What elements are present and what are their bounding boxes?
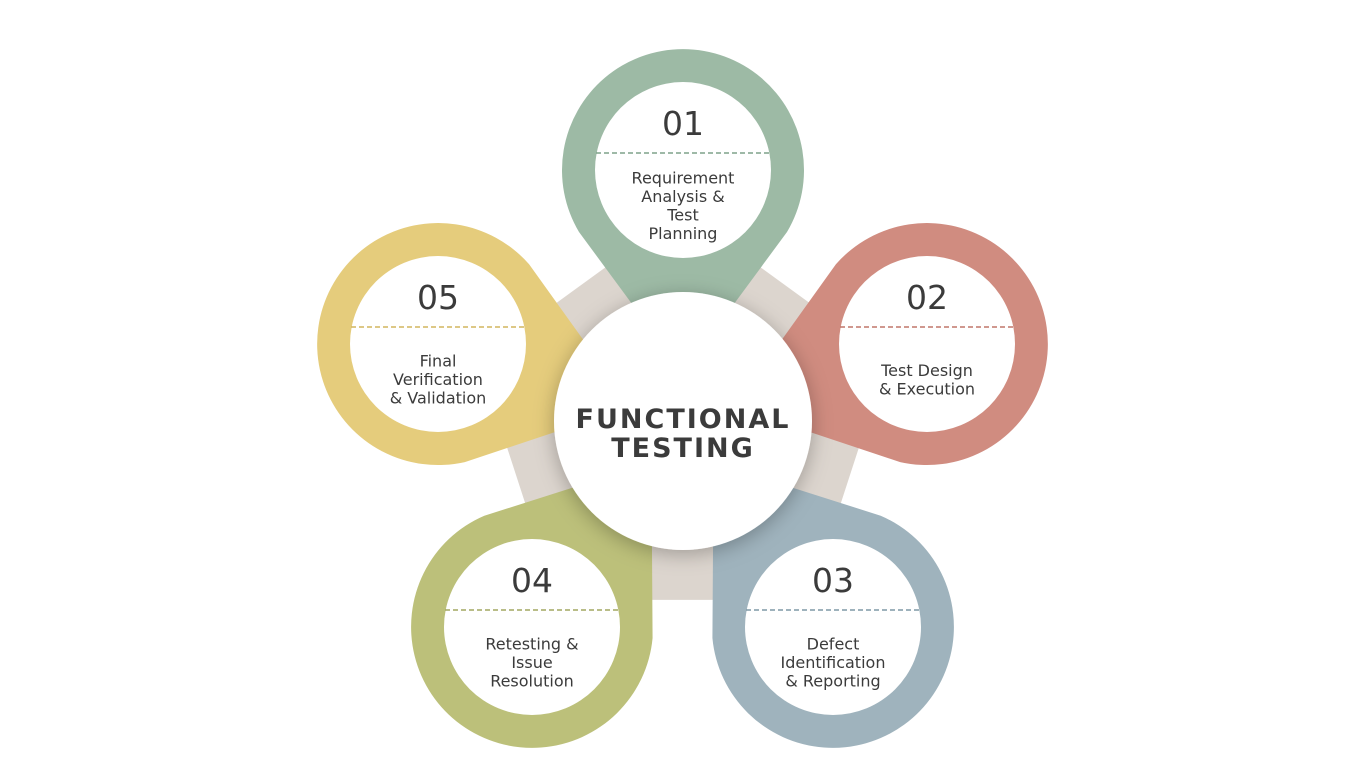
center-circle [554,292,812,550]
step-number: 04 [511,561,553,600]
step-label-line: & Validation [390,389,487,408]
step-inner-circle [745,539,921,715]
step-label-line: Issue [511,653,552,672]
step-label-line: Final [420,352,457,371]
step-number: 03 [812,561,854,600]
step-label-line: Identification [781,653,886,672]
step-inner-circle [350,256,526,432]
step-label-line: Test Design [880,361,973,380]
step-label-line: Requirement [632,168,735,187]
center-title-line1: FUNCTIONAL [576,404,791,435]
step-inner-circle [444,539,620,715]
step-label-line: Retesting & [485,635,578,654]
step-label-line: Test [666,205,699,224]
step-number: 02 [906,278,948,317]
step-label-line: Analysis & [641,187,724,206]
center-title-line2: TESTING [611,433,755,464]
step-label-line: & Reporting [785,672,880,691]
step-number: 01 [662,104,704,143]
step-label-line: Resolution [490,672,574,691]
step-label-line: & Execution [879,379,975,398]
step-label-line: Planning [649,224,718,243]
step-label-line: Verification [393,370,483,389]
step-label-line: Defect [807,635,860,654]
step-inner-circle [595,82,771,258]
step-number: 05 [417,278,459,317]
step-inner-circle [839,256,1015,432]
